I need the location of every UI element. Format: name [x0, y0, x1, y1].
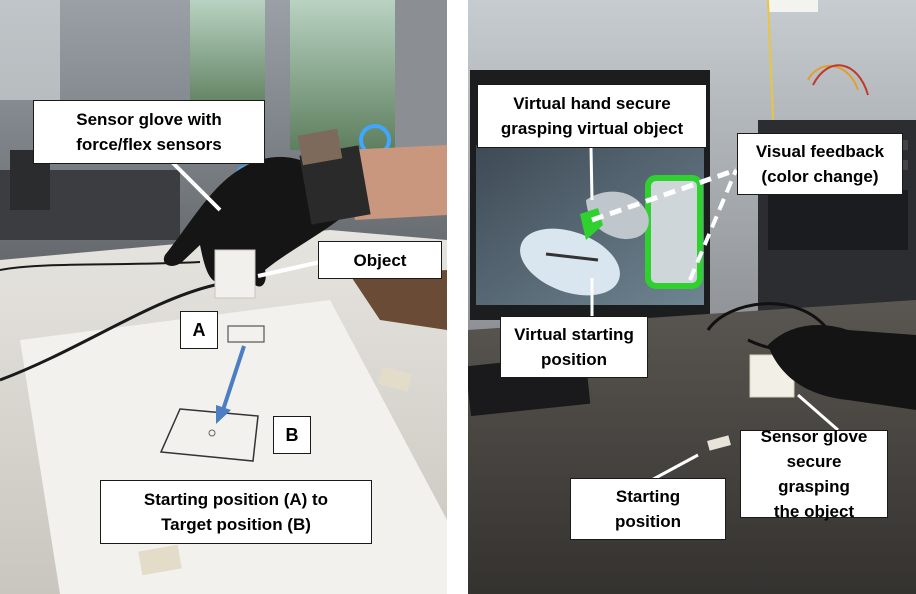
forearm	[345, 145, 447, 220]
object-cube	[214, 249, 256, 299]
right-photo-panel: Virtual hand secure grasping virtual obj…	[468, 0, 916, 594]
target-square-b	[159, 408, 259, 462]
glove-label-text: Sensor glove with force/flex sensors	[76, 110, 222, 154]
feedback-dashed-line-1	[591, 167, 737, 223]
virtual-start-label-text: Virtual starting position	[514, 325, 634, 369]
point-b-label: B	[273, 416, 311, 454]
left-photo-panel: Sensor glove with force/flex sensors Obj…	[0, 0, 447, 594]
positions-label-text: Starting position (A) to Target position…	[143, 490, 329, 534]
glove-label: Sensor glove with force/flex sensors	[33, 100, 265, 164]
real-glove	[768, 325, 916, 410]
virtual-hand-label: Virtual hand secure grasping virtual obj…	[477, 84, 707, 148]
point-b-text: B	[285, 424, 299, 445]
start-position-leader	[647, 453, 699, 484]
point-a-text: A	[192, 319, 206, 340]
object-leader	[257, 260, 321, 278]
wrist-electronics	[299, 145, 371, 225]
object-label-text: Object	[353, 250, 407, 270]
glove-grasp-leader	[797, 393, 839, 432]
virtual-hand-label-text: Virtual hand secure grasping virtual obj…	[500, 94, 684, 138]
virtual-start-disk	[520, 228, 620, 296]
glove-leader	[168, 158, 222, 212]
cable	[0, 283, 216, 382]
virtual-hand-leader	[589, 147, 594, 201]
start-square-a	[227, 325, 265, 343]
movement-arrow	[221, 345, 246, 411]
glove-grasp-label: Sensor glove secure grasping the object	[740, 427, 888, 521]
start-position-label: Starting position	[570, 478, 726, 540]
visual-feedback-label: Visual feedback (color change)	[737, 133, 903, 195]
visual-feedback-label-text: Visual feedback (color change)	[755, 142, 885, 186]
virtual-start-label: Virtual starting position	[500, 316, 648, 378]
feedback-dashed-line-2	[688, 169, 738, 281]
positions-label: Starting position (A) to Target position…	[100, 480, 372, 544]
start-position-label-text: Starting position	[614, 487, 682, 531]
window-right	[290, 0, 400, 150]
object-label: Object	[318, 241, 442, 279]
point-a-label: A	[180, 311, 218, 349]
glove-grasp-label-text: Sensor glove secure grasping the object	[760, 427, 868, 521]
green-feedback-frame	[645, 175, 703, 289]
window-left	[190, 0, 265, 110]
